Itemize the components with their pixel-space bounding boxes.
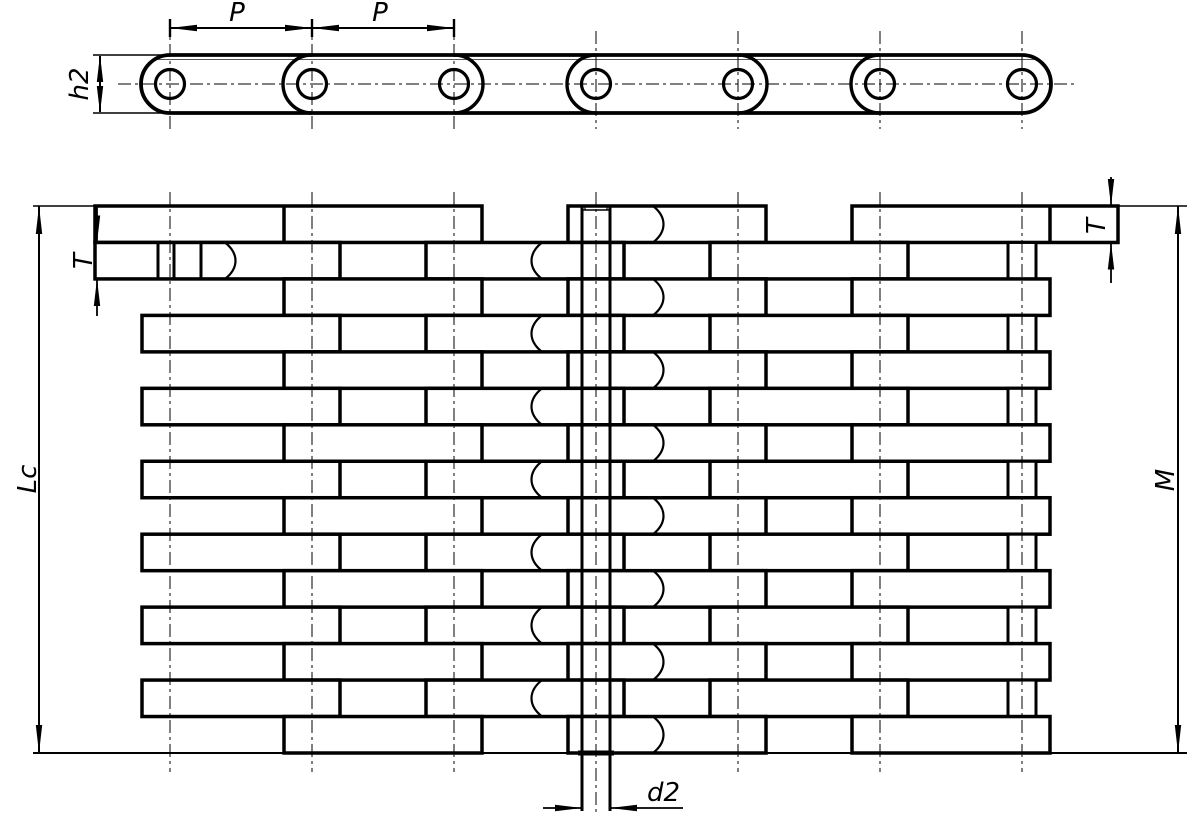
chain-length-label: Lc [13, 465, 43, 494]
plate [708, 386, 910, 427]
arrow [1107, 179, 1115, 206]
plate [850, 350, 1052, 391]
arrow [35, 206, 43, 234]
chain-width-label: M [1151, 469, 1181, 491]
arrow [555, 804, 582, 812]
plate [566, 641, 768, 682]
break-line [530, 460, 543, 499]
plan-view-lacing [93, 204, 1120, 755]
plate [282, 495, 484, 536]
arrow [285, 24, 312, 32]
plate [93, 240, 342, 281]
break-line [652, 642, 665, 681]
arrow [93, 215, 101, 243]
thickness-label-right: T [1082, 216, 1112, 234]
plate [282, 277, 484, 318]
arrow [1174, 206, 1182, 234]
plate [93, 204, 484, 245]
plate [566, 714, 768, 755]
plate [850, 568, 1052, 609]
arrow [96, 86, 104, 113]
plate [140, 532, 342, 573]
plate [140, 605, 342, 646]
arrow [610, 804, 637, 812]
plate [566, 423, 768, 464]
plate [566, 277, 768, 318]
plate [282, 568, 484, 609]
plate-end-arc [281, 53, 313, 115]
dimensions [35, 19, 1182, 812]
break-line [530, 387, 543, 426]
plate [140, 459, 342, 500]
arrow [170, 24, 197, 32]
dimension-labels: P P h2 T T Lc M d2 [13, 0, 1181, 808]
break-line [652, 496, 665, 536]
plate [566, 495, 768, 536]
break-line [652, 715, 665, 754]
plate [140, 313, 342, 354]
plate [424, 240, 626, 281]
plate [708, 240, 910, 281]
plate [140, 678, 342, 719]
plate [282, 423, 484, 464]
plate [424, 313, 626, 354]
plate [424, 605, 626, 646]
plate [282, 714, 484, 755]
break-line [530, 314, 543, 353]
plate [708, 678, 910, 719]
arrow [1107, 242, 1115, 270]
center-pin [578, 206, 614, 811]
break-line [530, 533, 543, 572]
break-line [530, 606, 543, 645]
break-line [652, 278, 665, 317]
plate [708, 313, 910, 354]
plate [850, 641, 1052, 682]
plan-view-centerlines [169, 192, 1023, 813]
plate [708, 532, 910, 573]
plate [850, 204, 1120, 245]
plate-height-label: h2 [65, 67, 95, 100]
plate [140, 386, 342, 427]
plate [566, 568, 768, 609]
plate [566, 350, 768, 391]
plate [424, 532, 626, 573]
side-view-centerlines [118, 20, 1076, 129]
break-line [652, 423, 665, 463]
break-line [652, 569, 665, 608]
arrow [1174, 725, 1182, 753]
plate [708, 605, 910, 646]
arrow [93, 279, 101, 306]
arrow [35, 725, 43, 753]
break-line [224, 241, 237, 280]
break-line [530, 241, 543, 280]
plate [424, 386, 626, 427]
thickness-label-left: T [69, 251, 99, 269]
plate [566, 204, 768, 245]
pitch-label-2: P [372, 0, 388, 28]
plate [708, 459, 910, 500]
pin-diameter-label: d2 [647, 778, 680, 808]
plate [850, 423, 1052, 464]
break-line [652, 205, 665, 244]
pitch-label-1: P [229, 0, 245, 28]
plate [424, 459, 626, 500]
arrow [96, 55, 104, 82]
break-line [530, 679, 543, 718]
plate [282, 641, 484, 682]
plate [850, 714, 1052, 755]
arrow [427, 24, 454, 32]
plate [282, 350, 484, 391]
plate [424, 678, 626, 719]
break-line [652, 351, 665, 390]
plate [850, 277, 1052, 318]
arrow [312, 24, 339, 32]
plate [850, 495, 1052, 536]
plate-end-arc [849, 53, 881, 115]
